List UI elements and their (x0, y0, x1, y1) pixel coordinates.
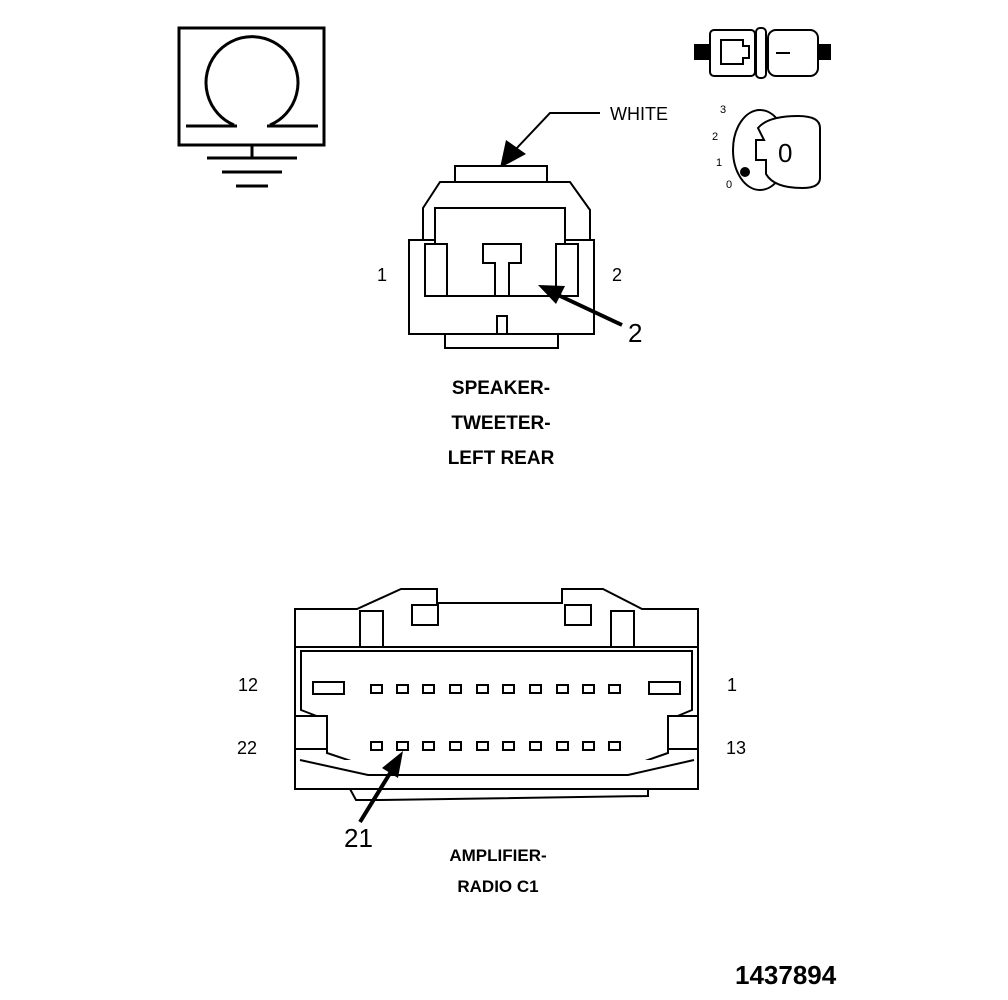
omega-ground-icon (177, 26, 326, 188)
speaker-callout-number: 2 (628, 318, 643, 348)
cavity-1 (648, 681, 681, 695)
speaker-connector-face (408, 165, 595, 349)
speaker-caption-line-2: TWEETER- (451, 413, 551, 434)
amplifier-pin-13-label: 13 (726, 738, 747, 758)
amplifier-pin-1-label: 1 (727, 675, 738, 695)
amplifier-pin-12-label: 12 (238, 675, 259, 695)
amplifier-caption-line-1: AMPLIFIER- (449, 846, 547, 865)
speaker-callout-arrow (538, 285, 623, 327)
amplifier-connector-face (294, 588, 699, 801)
cavity-12 (312, 681, 345, 695)
speaker-caption-line-3: LEFT REAR (447, 448, 555, 469)
amplifier-callout-number: 21 (344, 823, 373, 853)
amplifier-pin-22-label: 22 (237, 738, 258, 758)
ignition-key-icon (732, 109, 821, 191)
key-position-0: 0 (726, 179, 733, 191)
key-position-2: 2 (712, 131, 719, 143)
amplifier-cavities (312, 681, 681, 751)
speaker-pin-2-label: 2 (612, 265, 623, 285)
amplifier-caption-line-2: RADIO C1 (457, 877, 539, 896)
key-position-1: 1 (716, 157, 723, 169)
key-label: 0 (778, 138, 793, 168)
key-position-3: 3 (720, 104, 727, 116)
amplifier-callout-arrow (358, 751, 403, 824)
wire-color-label: WHITE (610, 104, 668, 124)
speaker-caption-line-1: SPEAKER- (451, 378, 551, 399)
connector-side-view-icon (694, 27, 831, 79)
drawing-number: 1437894 (735, 960, 837, 990)
white-color-arrow (500, 112, 600, 168)
speaker-pin-1-label: 1 (377, 265, 388, 285)
